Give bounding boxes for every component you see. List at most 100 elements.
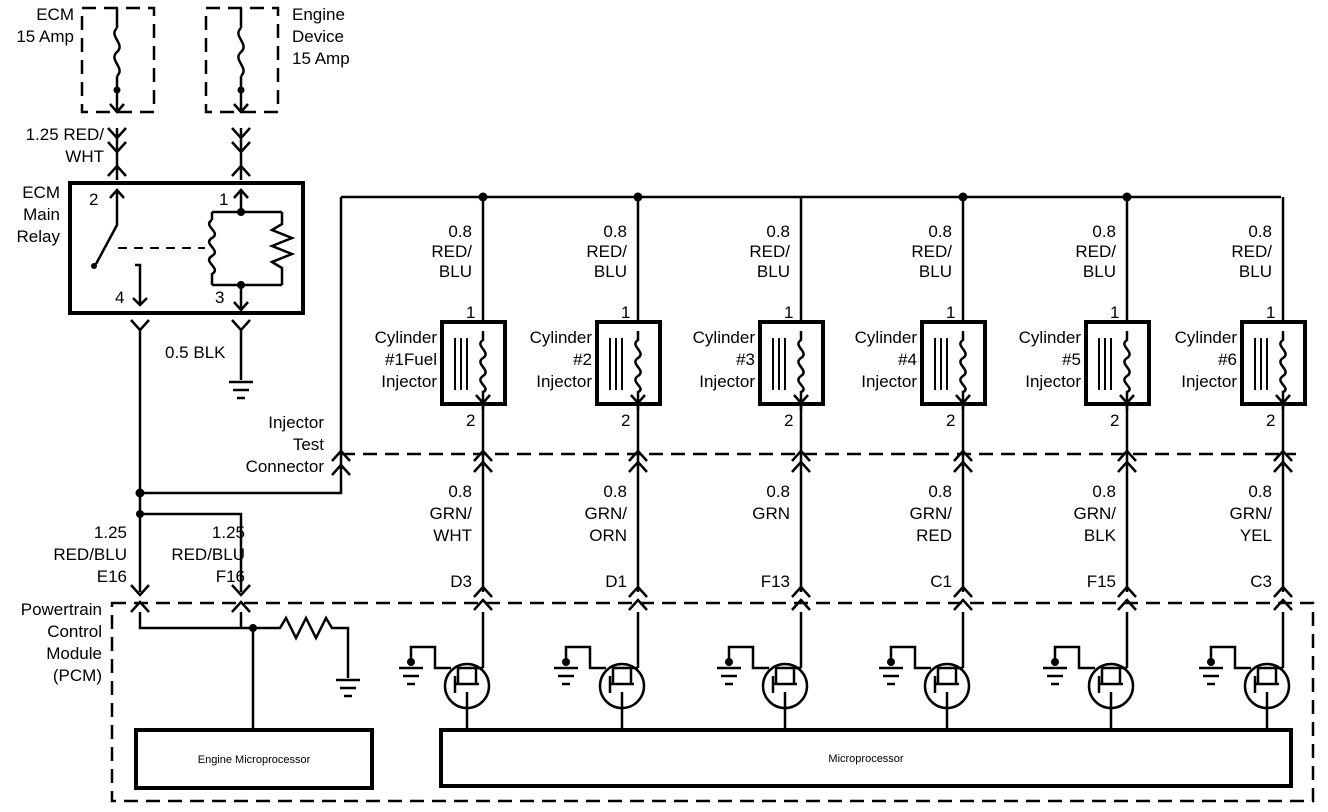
injector-4-label: Cylinder bbox=[855, 328, 918, 347]
injector-1-box bbox=[440, 320, 507, 406]
injector-4-pin-bottom: 2 bbox=[946, 411, 955, 430]
injector-4-power-wire-label: RED/ bbox=[911, 242, 952, 261]
injector-5-power-wire-label: RED/ bbox=[1075, 242, 1116, 261]
injector-3-box bbox=[758, 320, 825, 406]
injector-3-label: Injector bbox=[699, 372, 755, 391]
injector-2-power-wire-label: RED/ bbox=[586, 242, 627, 261]
injector-2-signal-wire-label: GRN/ bbox=[585, 504, 628, 523]
injector-2-ground-icon bbox=[554, 666, 578, 686]
injector-1-signal-wire-label: GRN/ bbox=[430, 504, 473, 523]
injector-1-label: Cylinder bbox=[375, 328, 438, 347]
injector-1-signal-wire-label: WHT bbox=[433, 526, 472, 545]
relay-wire-label-2: WHT bbox=[65, 147, 104, 166]
injector-2-power-wire-label: BLU bbox=[594, 262, 627, 281]
engine-microprocessor-label: Engine Microprocessor bbox=[198, 754, 311, 766]
test-connector-label-1: Injector bbox=[268, 413, 324, 432]
injector-column-4 bbox=[879, 192, 987, 730]
injector-column-6 bbox=[1199, 197, 1307, 730]
injector-6-pin-bottom: 2 bbox=[1266, 411, 1275, 430]
injector-1-ground-icon bbox=[399, 666, 423, 686]
injector-4-pcm-pin: C1 bbox=[930, 572, 952, 591]
injector-5-pin-top: 1 bbox=[1110, 303, 1119, 322]
injector-2-pcm-pin: D1 bbox=[605, 572, 627, 591]
injector-3-signal-wire-label: 0.8 bbox=[766, 482, 790, 501]
ecm-fuse-label-2: 15 Amp bbox=[16, 27, 74, 46]
relay-pin-3: 3 bbox=[215, 288, 224, 307]
injector-6-box bbox=[1240, 320, 1307, 406]
injector-1-signal-wire-label: 0.8 bbox=[448, 482, 472, 501]
injector-4-signal-wire-label: RED bbox=[916, 526, 952, 545]
injector-6-signal-wire-label: GRN/ bbox=[1230, 504, 1273, 523]
injector-2-label: #2 bbox=[573, 350, 592, 369]
injector-5-signal-wire-label: 0.8 bbox=[1092, 482, 1116, 501]
engine-device-fuse-label-1: Engine bbox=[292, 5, 345, 24]
injector-3-power-wire-label: 0.8 bbox=[766, 222, 790, 241]
injector-column-1 bbox=[399, 192, 507, 730]
injector-1-label: #1Fuel bbox=[385, 350, 437, 369]
injector-2-label: Injector bbox=[536, 372, 592, 391]
injector-5-ground-icon bbox=[1043, 666, 1067, 686]
injector-1-power-wire-label: RED/ bbox=[431, 242, 472, 261]
injector-2-power-wire-label: 0.8 bbox=[603, 222, 627, 241]
test-connector-label-3: Connector bbox=[246, 457, 325, 476]
ground-wire-label: 0.5 BLK bbox=[165, 343, 226, 362]
ecm-main-relay bbox=[68, 181, 305, 315]
injector-3-pin-top: 1 bbox=[784, 303, 793, 322]
injector-6-power-wire-label: 0.8 bbox=[1248, 222, 1272, 241]
relay-label-3: Relay bbox=[17, 227, 61, 246]
injector-columns: 120.8RED/BLUCylinder#1FuelInjector0.8GRN… bbox=[375, 192, 1307, 730]
injector-4-label: #4 bbox=[898, 350, 917, 369]
injector-4-signal-wire-label: GRN/ bbox=[910, 504, 953, 523]
relay-pin-2: 2 bbox=[89, 190, 98, 209]
injector-6-label: Injector bbox=[1181, 372, 1237, 391]
injector-2-pin-top: 1 bbox=[621, 303, 630, 322]
pcm-input-e16-pin: E16 bbox=[97, 567, 127, 586]
injector-1-label: Injector bbox=[381, 372, 437, 391]
pcm-label-3: Module bbox=[46, 644, 102, 663]
injector-4-signal-wire-label: 0.8 bbox=[928, 482, 952, 501]
injector-6-pin-top: 1 bbox=[1266, 303, 1275, 322]
injector-5-signal-wire-label: GRN/ bbox=[1074, 504, 1117, 523]
injector-1-power-wire-label: BLU bbox=[439, 262, 472, 281]
injector-6-ground-icon bbox=[1199, 666, 1223, 686]
injector-3-ground-icon bbox=[717, 666, 741, 686]
injector-1-pin-bottom: 2 bbox=[466, 411, 475, 430]
injector-5-box bbox=[1084, 320, 1151, 406]
injector-4-label: Injector bbox=[861, 372, 917, 391]
relay-label-1: ECM bbox=[22, 183, 60, 202]
injector-5-label: #5 bbox=[1062, 350, 1081, 369]
injector-4-ground-icon bbox=[879, 666, 903, 686]
injector-3-label: #3 bbox=[736, 350, 755, 369]
injector-5-power-wire-label: 0.8 bbox=[1092, 222, 1116, 241]
injector-6-signal-wire-label: YEL bbox=[1240, 526, 1272, 545]
relay-wire-label-1: 1.25 RED/ bbox=[26, 125, 105, 144]
engine-device-fuse-label-3: 15 Amp bbox=[292, 49, 350, 68]
injector-1-pin-top: 1 bbox=[466, 303, 475, 322]
injector-6-pcm-pin: C3 bbox=[1250, 572, 1272, 591]
injector-5-pin-bottom: 2 bbox=[1110, 411, 1119, 430]
injector-5-label: Cylinder bbox=[1019, 328, 1082, 347]
injector-3-label: Cylinder bbox=[693, 328, 756, 347]
relay-pin-1: 1 bbox=[219, 190, 228, 209]
engine-device-fuse bbox=[204, 6, 280, 114]
injector-6-label: Cylinder bbox=[1175, 328, 1238, 347]
engine-microprocessor bbox=[134, 728, 374, 790]
injector-3-power-wire-label: BLU bbox=[757, 262, 790, 281]
injector-column-5 bbox=[1043, 192, 1151, 730]
pcm-label-2: Control bbox=[47, 622, 102, 641]
injector-2-box bbox=[595, 320, 662, 406]
injector-4-pin-top: 1 bbox=[946, 303, 955, 322]
injector-column-2 bbox=[554, 192, 662, 730]
engine-device-fuse-label-2: Device bbox=[292, 27, 344, 46]
injector-2-signal-wire-label: ORN bbox=[589, 526, 627, 545]
injector-6-power-wire-label: RED/ bbox=[1231, 242, 1272, 261]
pcm-input-f16-wire-1: 1.25 bbox=[212, 523, 245, 542]
pcm-label-4: (PCM) bbox=[53, 666, 102, 685]
pcm-boundary bbox=[110, 601, 1315, 803]
pcm-input-e16-wire-1: 1.25 bbox=[94, 523, 127, 542]
injector-3-pin-bottom: 2 bbox=[784, 411, 793, 430]
ecm-fuse-label-1: ECM bbox=[36, 5, 74, 24]
relay-pin-4: 4 bbox=[115, 288, 124, 307]
injector-3-signal-wire-label: GRN bbox=[752, 504, 790, 523]
